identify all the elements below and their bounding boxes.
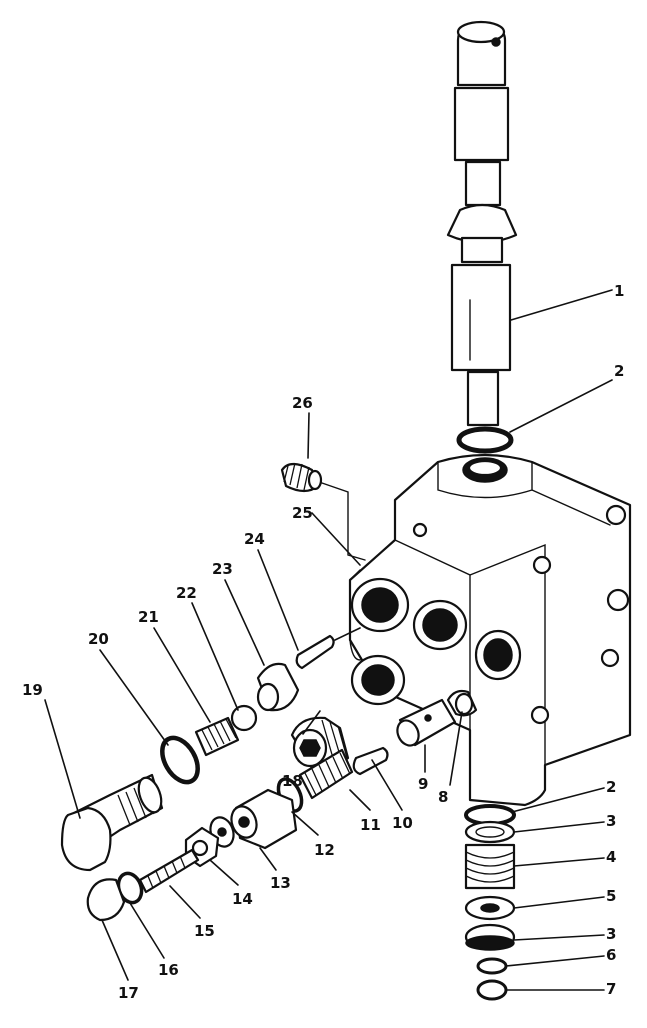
callout-21: 21 [138, 608, 159, 626]
hex-housing-part [230, 788, 298, 850]
callout-2-lower: 2 [606, 778, 616, 796]
plug-small [280, 462, 366, 561]
callout-20: 20 [88, 630, 109, 648]
plug-large [60, 773, 164, 872]
callout-26: 26 [292, 394, 313, 412]
pin-part [295, 634, 335, 670]
callout-3-lower: 3 [606, 925, 616, 943]
callout-6: 6 [606, 946, 616, 964]
callout-22: 22 [176, 584, 197, 602]
callout-10: 10 [392, 814, 413, 832]
sleeve-part [396, 698, 457, 747]
callout-17: 17 [118, 984, 139, 1002]
poppet-part [256, 662, 300, 712]
acorn-nut-part [86, 878, 126, 922]
spring-lower-part [298, 748, 354, 800]
screw-part [138, 848, 200, 894]
callout-23: 23 [212, 560, 233, 578]
callout-16: 16 [158, 961, 179, 979]
o-ring-20 [160, 735, 200, 785]
ball-part [230, 704, 258, 732]
callout-11: 11 [360, 816, 381, 834]
callout-1: 1 [614, 282, 624, 300]
callout-7: 7 [606, 980, 616, 998]
callout-19: 19 [22, 681, 43, 699]
callout-14: 14 [232, 890, 253, 908]
spool-end-stack [464, 804, 516, 1001]
callout-15: 15 [194, 922, 215, 940]
callout-18: 18 [282, 772, 303, 790]
callout-8: 8 [438, 788, 448, 806]
callout-9: 9 [418, 775, 428, 793]
callout-12: 12 [314, 841, 335, 859]
spool-part [446, 20, 518, 427]
o-ring-upper [456, 426, 514, 454]
spring-upper-part [194, 716, 240, 757]
callout-25: 25 [292, 504, 313, 522]
pin-10 [352, 746, 389, 776]
leader-lines [44, 289, 613, 991]
callout-2-upper: 2 [614, 362, 624, 380]
valve-body [348, 453, 632, 807]
callout-labels: 1 2 2 3 3 4 5 6 7 8 9 10 11 12 13 14 15 … [22, 282, 624, 1002]
callout-3-upper: 3 [606, 812, 616, 830]
callout-4: 4 [606, 848, 616, 866]
callout-13: 13 [270, 874, 291, 892]
callout-5: 5 [606, 887, 616, 905]
callout-24: 24 [244, 530, 265, 548]
